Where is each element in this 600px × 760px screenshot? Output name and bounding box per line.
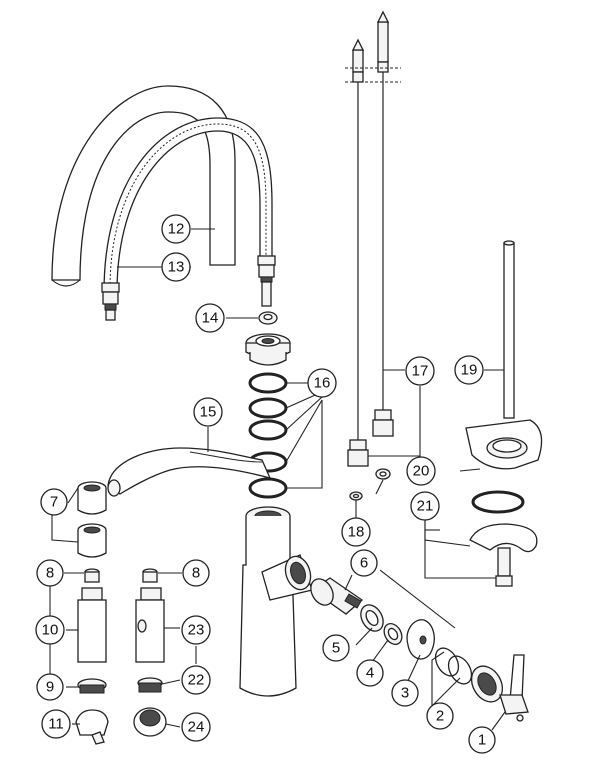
callout-4: 4 — [356, 659, 384, 687]
svg-text:14: 14 — [202, 310, 219, 327]
callout-18: 18 — [341, 517, 371, 547]
callout-16: 16 — [307, 368, 337, 398]
o-ring-set-16 — [248, 372, 288, 499]
mounting-ring-21 — [469, 490, 538, 587]
mounting-plate-20 — [465, 419, 543, 470]
leader-lines — [49, 228, 506, 731]
middle-part-group — [133, 568, 167, 737]
callout-8-left: 8 — [36, 559, 64, 587]
svg-text:11: 11 — [48, 716, 64, 733]
callout-24: 24 — [181, 712, 211, 742]
svg-text:20: 20 — [413, 463, 430, 480]
callout-19: 19 — [454, 355, 484, 385]
svg-text:4: 4 — [366, 665, 374, 682]
callout-15: 15 — [193, 397, 223, 427]
svg-text:10: 10 — [42, 622, 59, 639]
supply-hoses-17 — [345, 10, 401, 467]
svg-text:19: 19 — [461, 362, 478, 379]
callout-20: 20 — [406, 456, 436, 486]
svg-text:6: 6 — [360, 555, 368, 572]
svg-text:2: 2 — [436, 708, 444, 725]
callout-2: 2 — [426, 702, 454, 730]
callout-21: 21 — [410, 491, 440, 521]
svg-text:5: 5 — [332, 640, 340, 657]
callout-5: 5 — [322, 634, 350, 662]
spout — [107, 447, 272, 497]
svg-text:12: 12 — [168, 221, 185, 238]
faucet-body — [239, 506, 313, 697]
dome-cap-3 — [406, 619, 435, 660]
svg-text:9: 9 — [46, 679, 54, 696]
spout-hose-large — [51, 85, 236, 287]
svg-text:1: 1 — [478, 732, 486, 749]
svg-text:8: 8 — [46, 565, 54, 582]
callout-13: 13 — [161, 252, 191, 282]
callout-23: 23 — [181, 615, 211, 645]
callout-14: 14 — [195, 303, 225, 333]
callout-9: 9 — [36, 673, 64, 701]
svg-text:22: 22 — [188, 672, 205, 689]
svg-text:13: 13 — [168, 259, 185, 276]
svg-text:7: 7 — [50, 494, 58, 511]
retaining-ring-5 — [360, 604, 384, 632]
lever-handle-1 — [470, 654, 529, 722]
callout-11: 11 — [41, 709, 71, 739]
svg-text:24: 24 — [188, 719, 205, 736]
callout-17: 17 — [405, 356, 435, 386]
cartridge-6 — [310, 577, 364, 615]
threaded-rod-19 — [503, 240, 515, 419]
svg-text:16: 16 — [314, 375, 331, 392]
callout-12: 12 — [161, 214, 191, 244]
callout-3: 3 — [391, 679, 419, 707]
svg-text:18: 18 — [348, 524, 365, 541]
callout-6: 6 — [350, 549, 378, 577]
svg-text:21: 21 — [417, 498, 434, 515]
pull-out-hose — [101, 117, 276, 321]
svg-text:15: 15 — [200, 404, 217, 421]
left-part-group — [75, 481, 109, 745]
bushing-4 — [383, 623, 403, 645]
washer-14 — [258, 311, 278, 325]
svg-text:17: 17 — [412, 363, 429, 380]
callout-10: 10 — [35, 615, 65, 645]
spout-cap-nut — [245, 333, 291, 366]
svg-text:3: 3 — [401, 685, 409, 702]
callout-22: 22 — [181, 665, 211, 695]
washers-18 — [349, 468, 391, 501]
svg-text:23: 23 — [188, 622, 205, 639]
callout-1: 1 — [468, 726, 496, 754]
callout-7: 7 — [40, 488, 68, 516]
callout-8-middle: 8 — [182, 559, 210, 587]
svg-text:8: 8 — [192, 565, 200, 582]
o-ring-pair-2 — [434, 647, 473, 685]
